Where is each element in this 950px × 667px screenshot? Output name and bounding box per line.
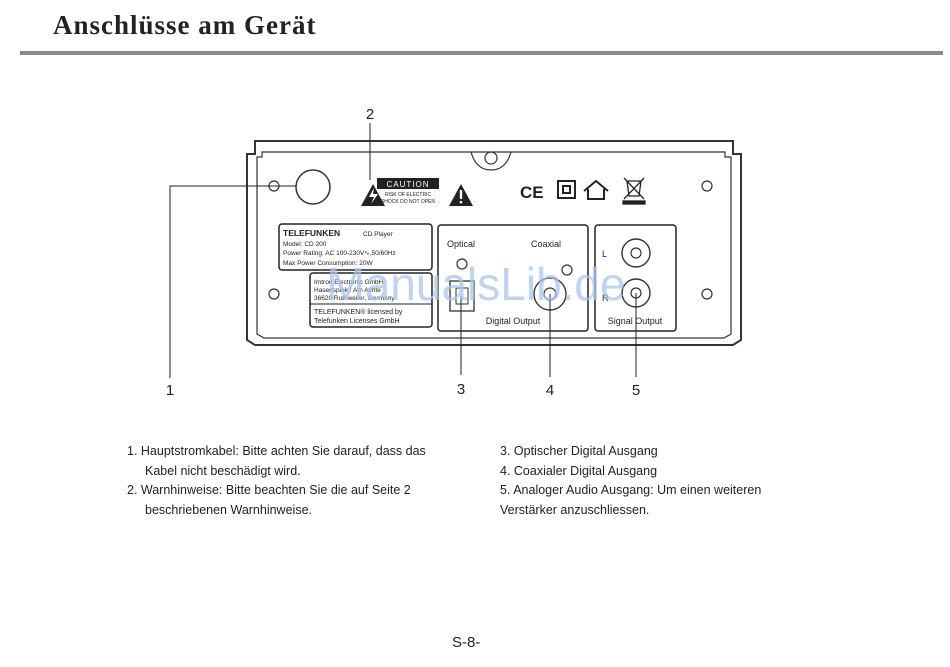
manufacturer-street: Hasenspiek / Am Achte (314, 287, 381, 294)
power-cable-outlet (295, 169, 331, 205)
caution-label-box (377, 178, 439, 189)
license-text: Telefunken Licenses GmbH (314, 318, 400, 325)
callout-leader-lines (169, 123, 637, 378)
caution-label: CAUTION (387, 180, 430, 189)
legend-item-2-cont: beschriebenen Warnhinweise. (145, 502, 312, 517)
rating-label (278, 223, 433, 271)
callout-1: 1 (166, 382, 174, 399)
rca-left-port (621, 238, 651, 268)
rear-panel (246, 140, 742, 346)
callout-2: 2 (366, 106, 374, 123)
screw-hole (561, 264, 573, 276)
legend-item-5: 5. Analoger Audio Ausgang: Um einen weit… (500, 483, 762, 497)
legend-item-1-cont: Kabel nicht beschädigt wird. (145, 463, 301, 478)
indoor-use-icon (583, 179, 609, 200)
weee-bin-icon (622, 177, 646, 205)
legend-left-column: 1. Hauptstromkabel: Bitte achten Sie dar… (127, 442, 426, 520)
ce-mark-icon: CE (520, 183, 544, 202)
rating-power: Power Rating: AC 100-230V∿,50/60Hz (283, 250, 396, 257)
digital-output-label: Digital Output (486, 316, 541, 326)
caution-subtext: SHOCK DO NOT OPEN (381, 199, 435, 205)
rating-consumption: Max Power Consumption: 20W (283, 260, 373, 267)
callout-4: 4 (546, 382, 554, 399)
electric-warning-icon (361, 184, 385, 206)
signal-output-label: Signal Output (608, 316, 663, 326)
screw-hole-top (484, 151, 498, 165)
optical-label: Optical (447, 239, 475, 249)
manufacturer-city: 36620 Ruthweiler, Germany (314, 295, 395, 302)
optical-port (449, 280, 475, 312)
legend-right-column: 3. Optischer Digital Ausgang 4. Coaxiale… (500, 442, 761, 520)
legend-item-2: 2. Warnhinweise: Bitte beachten Sie die … (127, 483, 411, 497)
legend-item-4: 4. Coaxialer Digital Ausgang (500, 463, 658, 478)
legend-item-5-cont: Verstärker anzuschliessen. (500, 502, 650, 517)
callout-3: 3 (457, 381, 465, 398)
channel-l-label: L (602, 249, 607, 259)
coaxial-label: Coaxial (531, 239, 561, 249)
manufacturer-label (309, 272, 433, 328)
callout-5: 5 (632, 382, 640, 399)
license-text: TELEFUNKEN® licensed by (314, 308, 403, 316)
page-number: S-8- (452, 634, 481, 651)
rating-brand: TELEFUNKEN (283, 228, 340, 238)
screw-hole (268, 288, 280, 300)
page-title: Anschlüsse am Gerät (53, 10, 317, 40)
watermark: ManualsLib.de (326, 258, 625, 310)
title-divider (20, 51, 943, 55)
double-insulation-icon (557, 180, 576, 199)
rating-model: Model: CD 200 (283, 241, 327, 248)
screw-hole (701, 288, 713, 300)
digital-output-panel (437, 224, 589, 332)
manufacturer-name: Imtron Electronic GmbH (314, 279, 384, 286)
rating-product: CD Player (363, 231, 393, 238)
screw-hole (701, 180, 713, 192)
caution-subtext: RISK OF ELECTRIC (385, 192, 432, 198)
screw-hole (456, 258, 468, 270)
exclamation-warning-icon (449, 184, 473, 206)
legend-item-1: 1. Hauptstromkabel: Bitte achten Sie dar… (127, 444, 426, 458)
legend-item-3: 3. Optischer Digital Ausgang (500, 444, 658, 458)
channel-r-label: R (602, 293, 609, 303)
